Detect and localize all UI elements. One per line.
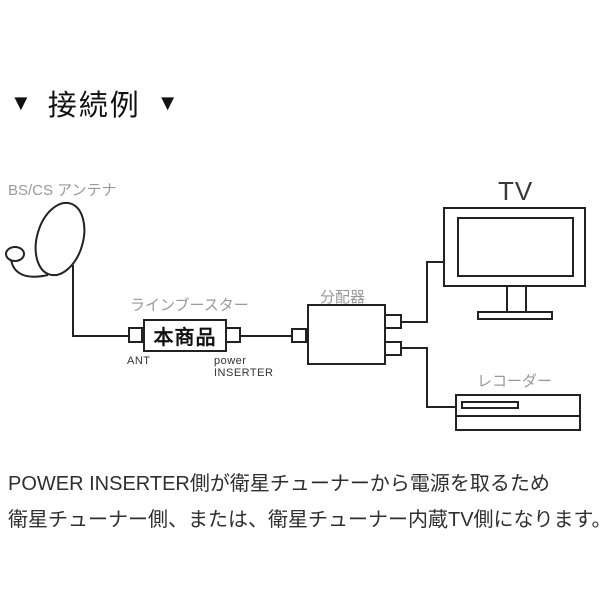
booster-product-name: 本商品 [153, 327, 217, 349]
booster-product-box: 本商品 [143, 319, 227, 352]
antenna-cable-horizontal [72, 335, 130, 337]
splitter-to-tv-cable-h1 [400, 321, 428, 323]
splitter-input-connector [291, 328, 307, 343]
tv-stand-neck [506, 287, 527, 313]
booster-to-splitter-cable [240, 335, 293, 337]
footer-note-line1: POWER INSERTER側が衛星チューナーから電源を取るため [8, 473, 550, 495]
page-title: ▼ 接続例 ▼ [10, 82, 179, 124]
antenna-label: BS/CS アンテナ [8, 182, 117, 199]
splitter-label: 分配器 [320, 289, 366, 306]
footer-note: POWER INSERTER側が衛星チューナーから電源を取るため 衛星チューナー… [8, 466, 600, 538]
line-booster-label: ラインブースター [130, 297, 249, 314]
down-triangle-icon: ▼ [10, 90, 32, 115]
tv-stand-base [477, 311, 553, 320]
down-triangle-icon: ▼ [156, 90, 179, 115]
splitter-to-recorder-cable-v [426, 347, 428, 408]
recorder-panel-divider [457, 415, 579, 417]
satellite-dish-icon [5, 201, 86, 278]
tv-screen [457, 217, 574, 277]
footer-note-line2: 衛星チューナー側、または、衛星チューナー内蔵TV側になります。 [8, 509, 600, 531]
ant-port-label: ANT [127, 355, 151, 367]
booster-power-connector [225, 327, 241, 343]
title-text: 接続例 [47, 90, 141, 122]
splitter-to-tv-cable-h2 [428, 261, 445, 263]
recorder-disc-slot [461, 401, 519, 409]
splitter-to-recorder-cable-h1 [400, 347, 428, 349]
recorder-label: レコーダー [477, 373, 553, 390]
booster-ant-connector [128, 327, 143, 343]
splitter-output-connector-bottom [384, 341, 402, 356]
splitter-box [307, 304, 386, 365]
power-inserter-port-label: power INSERTER [214, 355, 274, 379]
splitter-to-tv-cable-v [426, 261, 428, 323]
splitter-output-connector-top [384, 314, 402, 329]
tv-label: TV [498, 176, 534, 206]
splitter-to-recorder-cable-h2 [428, 406, 456, 408]
antenna-cable-vertical [72, 265, 74, 337]
recorder-box [455, 394, 581, 431]
